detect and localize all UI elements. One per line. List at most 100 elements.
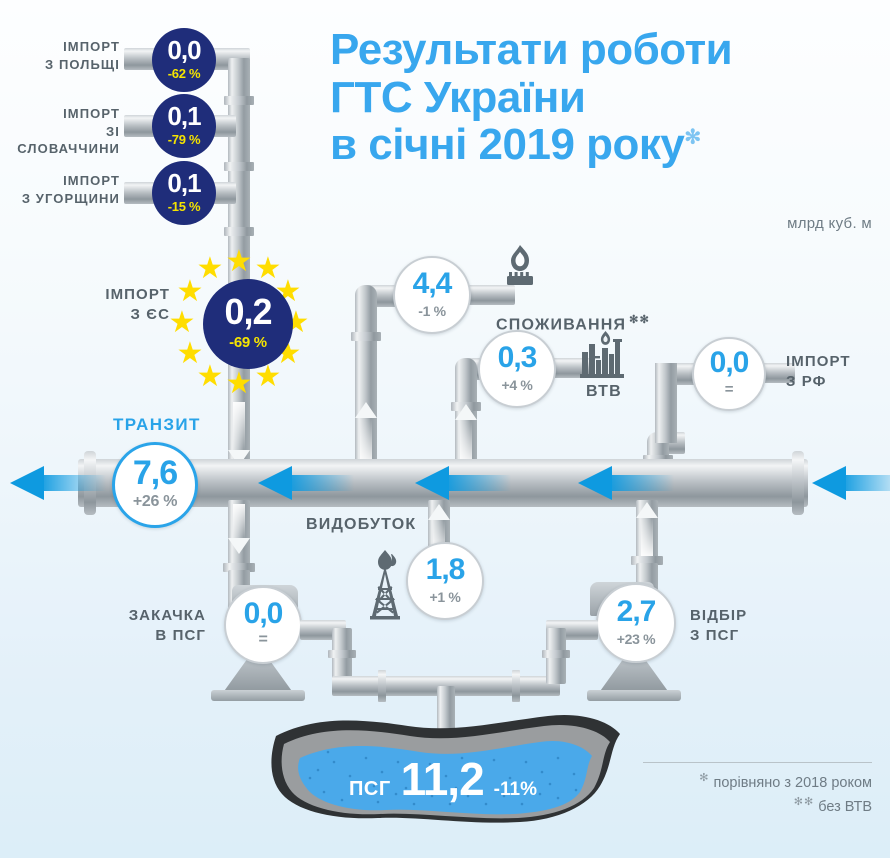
label-import-hungary: ІМПОРТ З УГОРЩИНИ: [21, 173, 120, 206]
flow-arrow-transit-out: [10, 466, 106, 500]
storage-tag: ПСГ: [349, 778, 391, 800]
flow-arrow-up-consumption: [355, 402, 377, 418]
flow-arrow-trunk-1: [258, 466, 354, 500]
eu-star-icon: ★: [254, 252, 282, 285]
flow-arrow-stem: [460, 420, 472, 464]
page-title: Результати роботи ГТС України в січні 20…: [330, 26, 800, 169]
storage-value: 11,2: [400, 753, 485, 805]
flow-arrow-up-vtb: [455, 404, 477, 420]
pipe-flange: [542, 650, 570, 658]
gauge-value: 0,0: [243, 596, 284, 630]
title-line-3: в січні 2019 року✻: [330, 120, 701, 170]
drilling-derrick-icon: [370, 550, 400, 620]
gauge-delta: =: [258, 631, 268, 649]
storage-cavern-shape: [271, 714, 620, 823]
gauge-value: 0,0: [167, 35, 201, 66]
pipe-flange: [223, 563, 255, 572]
eu-star-icon: ★: [196, 252, 224, 285]
eu-star-icon: ★: [176, 337, 204, 370]
storage-delta: -11%: [493, 779, 537, 800]
pipe-flange: [378, 670, 386, 702]
gauge-import-rf[interactable]: 0,0 =: [692, 337, 766, 411]
flow-arrow-stem: [233, 504, 245, 540]
factory-icon: [580, 331, 624, 378]
flow-arrow-trunk-3: [578, 466, 674, 500]
gauge-delta: +23 %: [616, 630, 656, 647]
gauge-delta: -1 %: [418, 302, 446, 319]
gauge-delta: =: [724, 380, 734, 398]
gauge-import-poland[interactable]: 0,0 -62 %: [152, 28, 216, 92]
flow-arrow-up-production: [428, 504, 450, 520]
pipe-flange: [512, 670, 520, 702]
gauge-value: 0,0: [709, 346, 750, 380]
footnote-one: ✻ порівняно з 2018 роком: [699, 772, 872, 791]
label-vtb: ВТВ: [586, 383, 622, 400]
flow-arrow-trunk-2: [415, 466, 511, 500]
gauge-delta: +4 %: [501, 376, 533, 393]
gauge-delta: -79 %: [167, 131, 201, 147]
gauge-delta: -15 %: [167, 198, 201, 214]
flow-arrow-up-withdrawal: [636, 502, 658, 518]
gauge-delta: +1 %: [429, 588, 461, 605]
title-line-1: Результати роботи: [330, 25, 733, 74]
gauge-import-eu[interactable]: 0,2 -69 %: [203, 279, 293, 369]
pipe-flange: [224, 227, 254, 236]
gas-burner-icon: [507, 245, 533, 285]
gauge-withdrawal[interactable]: 2,7 +23 %: [596, 583, 676, 663]
pump-base-withdrawal: [598, 660, 670, 694]
gauge-delta: +26 %: [132, 493, 178, 511]
pipe-vtb-elbow-corner: [455, 358, 477, 382]
label-import-slovakia: ІМПОРТ ЗІ СЛОВАЧЧИНИ: [17, 106, 120, 157]
eu-star-icon: ★: [176, 275, 204, 308]
pipe-flange: [631, 556, 663, 565]
pipe-flange: [351, 332, 381, 341]
eu-star-icon: ★: [225, 245, 253, 278]
units-label: млрд куб. м: [787, 215, 872, 232]
flow-arrow-stem: [233, 402, 245, 452]
gauge-injection[interactable]: 0,0 =: [224, 586, 302, 664]
pump-plate-withdrawal: [587, 690, 681, 701]
pipe-vtb-outlet: [550, 358, 592, 378]
label-transit: ТРАНЗИТ: [113, 415, 201, 434]
gauge-delta: -62 %: [167, 65, 201, 81]
gauge-value: 1,8: [425, 553, 466, 587]
title-footnote-marker: ✻: [684, 126, 701, 149]
pipe-end-flange-right: [792, 451, 804, 515]
footnote-two: ✻✻ без ВТВ: [793, 796, 872, 816]
gauge-import-slovakia[interactable]: 0,1 -79 %: [152, 94, 216, 158]
pipe-poland-riser: [228, 58, 250, 258]
gauge-production[interactable]: 1,8 +1 %: [406, 542, 484, 620]
gauge-value: 0,1: [167, 101, 201, 132]
footnotes: ✻ порівняно з 2018 роком ✻✻ без ВТВ: [607, 762, 872, 819]
gauge-delta: -69 %: [229, 333, 267, 351]
label-import-eu: ІМПОРТ З ЄС: [105, 286, 170, 324]
pipe-rf-vertical: [655, 363, 677, 443]
gauge-consumption[interactable]: 4,4 -1 %: [393, 256, 471, 334]
gauge-transit[interactable]: 7,6 +26 %: [112, 442, 198, 528]
gauge-value: 0,2: [224, 291, 272, 333]
gauge-value: 0,1: [167, 168, 201, 199]
eu-star-icon: ★: [225, 367, 253, 400]
gauge-value: 2,7: [616, 595, 657, 629]
gauge-vtb[interactable]: 0,3 +4 %: [478, 330, 556, 408]
label-import-poland: ІМПОРТ З ПОЛЬЩІ: [44, 39, 120, 72]
flow-arrow-stem: [641, 516, 653, 556]
label-withdrawal: ВІДБІР З ПСГ: [690, 607, 748, 645]
label-consumption: СПОЖИВАННЯ✻✻: [496, 313, 651, 333]
flow-arrow-stem: [360, 418, 372, 464]
gauge-import-hungary[interactable]: 0,1 -15 %: [152, 161, 216, 225]
pipe-consumption-outlet: [460, 285, 515, 305]
eu-star-icon: ★: [196, 360, 224, 393]
label-production: ВИДОБУТОК: [306, 516, 417, 533]
eu-star-icon: ★: [168, 306, 196, 339]
pipe-flange: [224, 162, 254, 171]
pump-base-injection: [222, 660, 294, 694]
flow-arrow-down-injection: [228, 538, 250, 554]
pump-plate-injection: [211, 690, 305, 701]
title-line-2: ГТС України: [330, 72, 586, 122]
pipe-flange: [224, 96, 254, 105]
consumption-footnote-marker: ✻✻: [629, 313, 651, 326]
gauge-value: 7,6: [132, 453, 178, 492]
underground-storage: ПСГ 11,2 -11%: [258, 700, 628, 830]
